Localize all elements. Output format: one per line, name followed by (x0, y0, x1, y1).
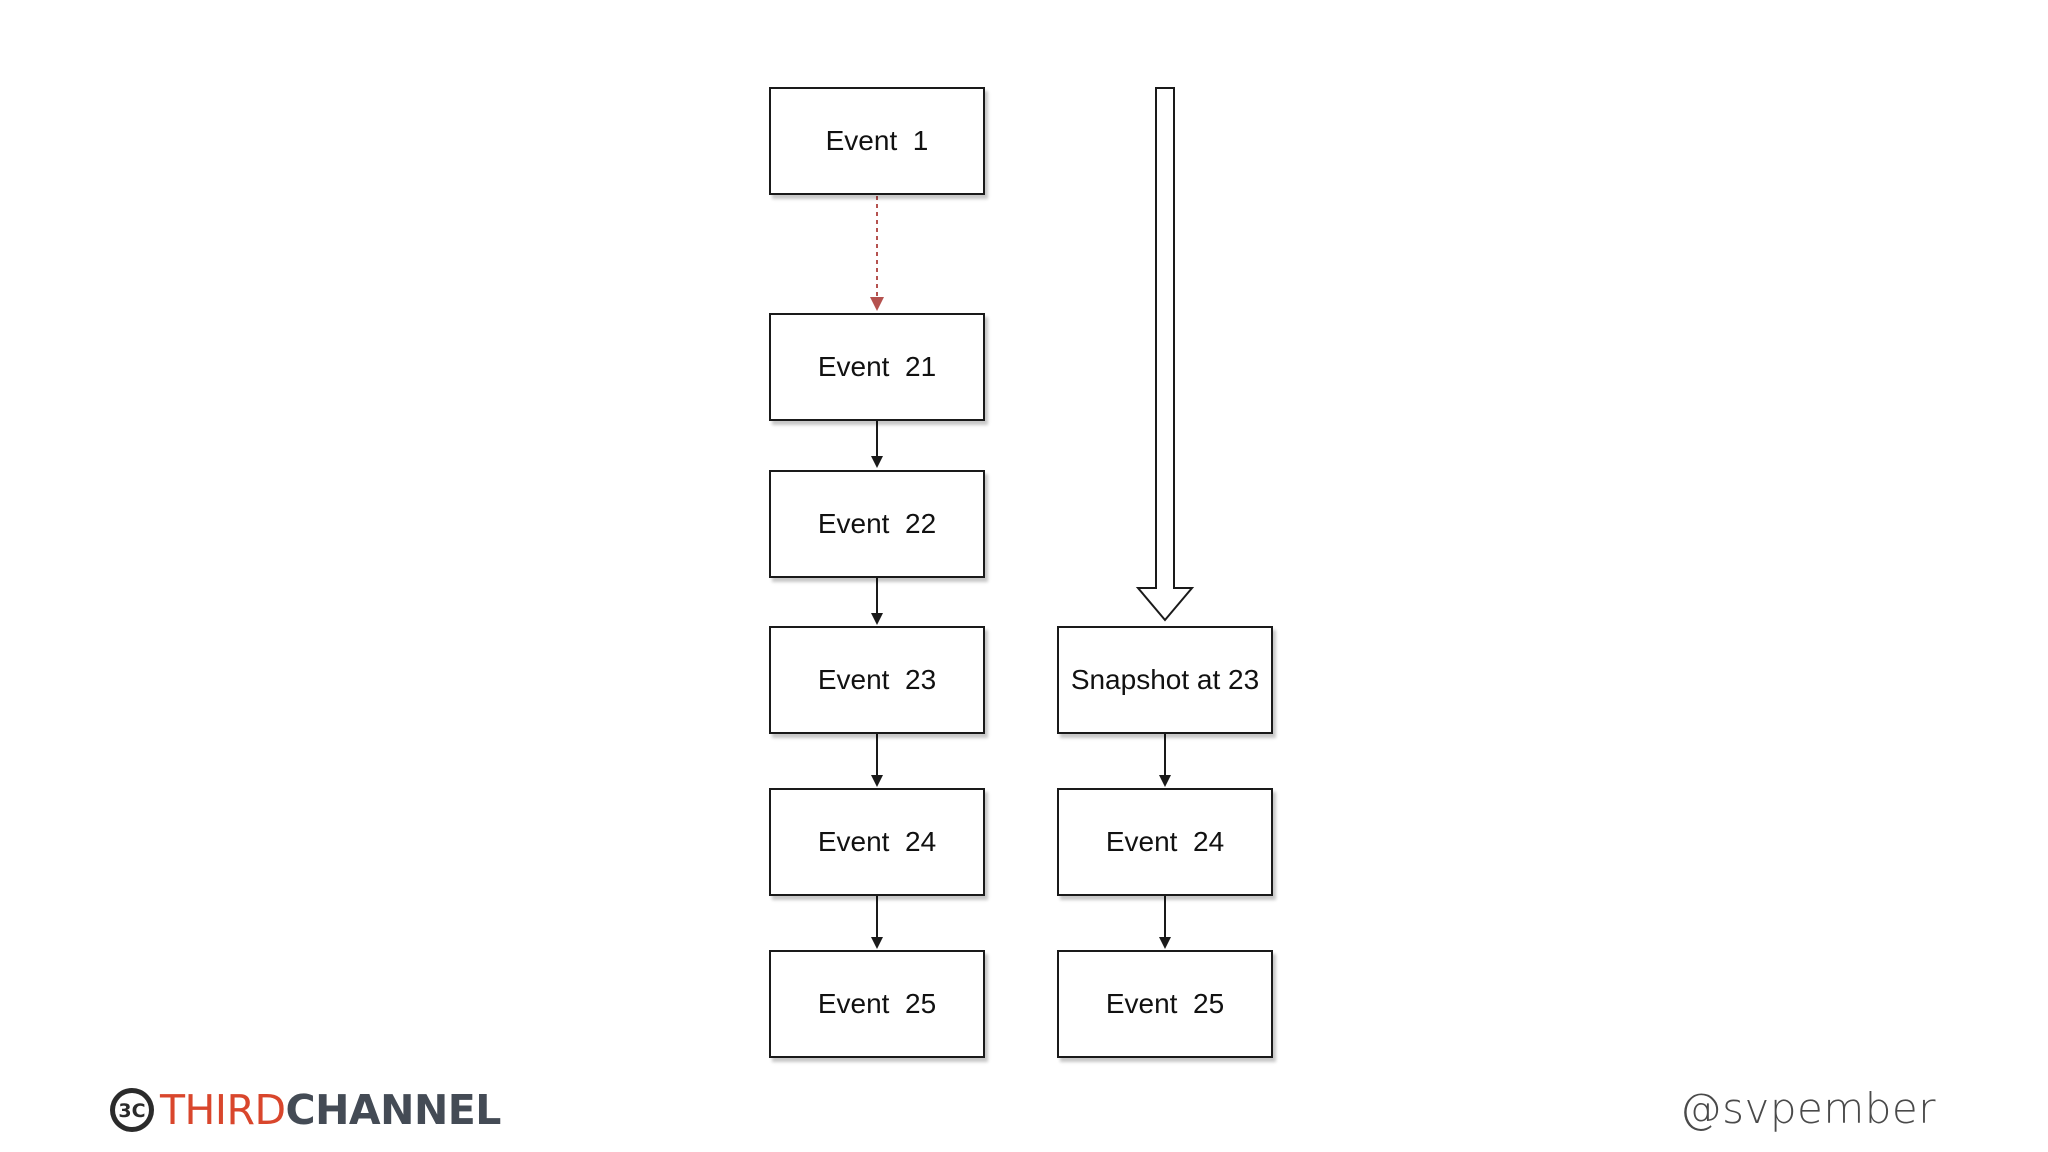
box-event-25-right: Event 25 (1057, 950, 1273, 1058)
logo-text-channel: CHANNEL (285, 1085, 502, 1134)
box-event-1: Event 1 (769, 87, 985, 195)
logo-mark-text: 3C (118, 1100, 145, 1122)
box-event-24: Event 24 (769, 788, 985, 896)
thirdchannel-logo-mark-icon: 3C (110, 1088, 154, 1132)
box-event-22: Event 22 (769, 470, 985, 578)
box-event-23: Event 23 (769, 626, 985, 734)
twitter-handle: @svpember (1679, 1084, 1936, 1133)
box-event-24-right: Event 24 (1057, 788, 1273, 896)
big-hollow-down-arrow (1135, 87, 1195, 622)
box-snapshot-23: Snapshot at 23 (1057, 626, 1273, 734)
box-event-25: Event 25 (769, 950, 985, 1058)
box-event-21: Event 21 (769, 313, 985, 421)
logo-text-third: THIRD (160, 1085, 286, 1134)
thirdchannel-logo: 3C THIRDCHANNEL (108, 1082, 501, 1138)
